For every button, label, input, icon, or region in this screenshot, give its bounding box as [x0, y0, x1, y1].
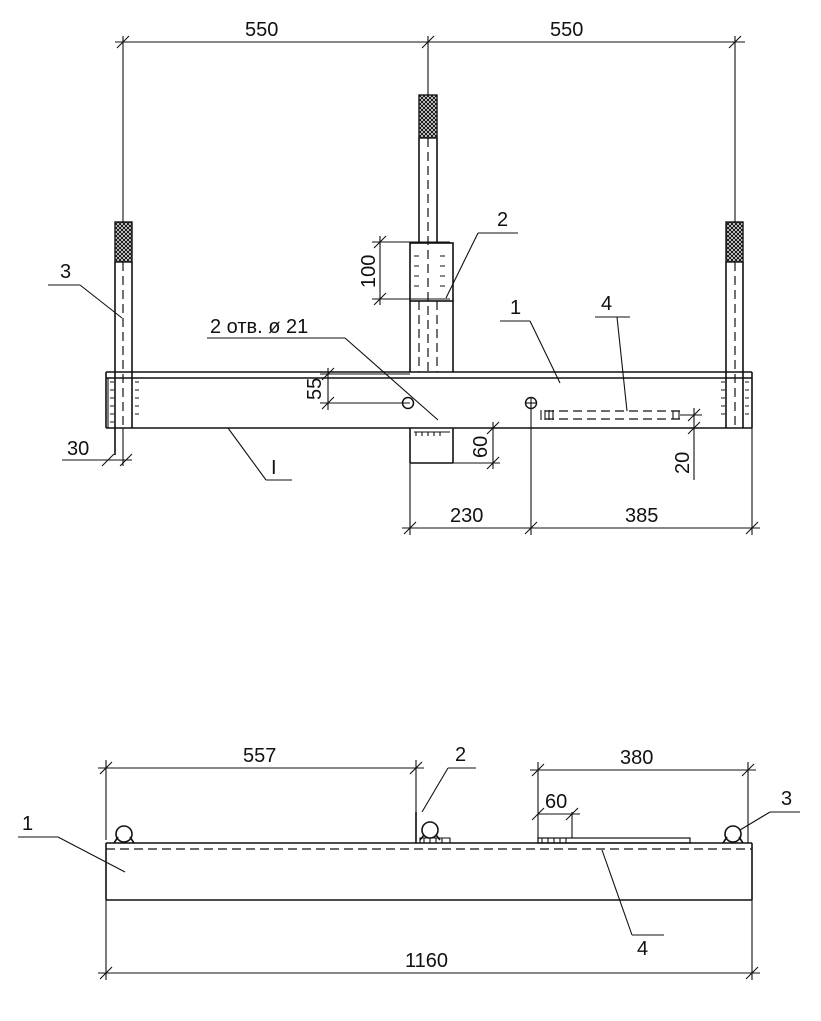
top-dimension-chain: 550 550	[115, 19, 745, 225]
dim-edge-offset: 30	[67, 438, 89, 460]
dim-30-group: 30	[62, 428, 133, 467]
dim-55-group: 55	[304, 367, 410, 410]
elevation-callouts: 1 2 3 4	[18, 744, 800, 960]
callout-bar-plan: 4	[601, 293, 612, 315]
dim-60-elevation-group: 60	[531, 791, 580, 838]
dim-left-to-plate: 557	[243, 745, 276, 767]
holes-note-text: 2 отв. ø 21	[210, 316, 308, 338]
callout-post-plan: 3	[60, 261, 71, 283]
dim-plate-height: 100	[358, 255, 380, 288]
bottom-dimension-chain-plan: 230 385	[402, 403, 760, 535]
dim-20-group: 20	[672, 408, 702, 480]
bar-4	[540, 410, 680, 420]
callout-beam-plan: 1	[510, 297, 521, 319]
post-center: 100	[358, 94, 454, 464]
plan-callouts: 3 2 1 4 I	[48, 209, 630, 481]
elevation-posts	[113, 812, 744, 844]
callout-beam-elevation: 1	[22, 813, 33, 835]
elevation-beam	[105, 842, 753, 901]
dim-overall-length: 1160	[405, 950, 448, 972]
post-right	[721, 221, 749, 428]
overall-dimension: 1160	[98, 900, 760, 980]
dim-top-left: 550	[245, 19, 278, 41]
dim-small-offset: 60	[545, 791, 567, 813]
dim-tab-height: 60	[470, 436, 492, 458]
callout-plate-plan: 2	[497, 209, 508, 231]
callout-bar-elevation: 4	[637, 938, 648, 960]
callout-post-elevation: 3	[781, 788, 792, 810]
dim-60-group: 60	[453, 421, 500, 470]
callout-plate-elevation: 2	[455, 744, 466, 766]
holes-note: 2 отв. ø 21	[207, 316, 439, 421]
dim-hole-to-right: 385	[625, 505, 658, 527]
elevation-view: 557 380	[18, 744, 800, 980]
dim-top-right: 550	[550, 19, 583, 41]
elevation-bar	[537, 837, 691, 844]
dim-hole-offset: 55	[304, 378, 326, 400]
dim-center-to-hole: 230	[450, 505, 483, 527]
post-left	[107, 221, 139, 455]
dim-bar-offset: 20	[672, 452, 694, 474]
main-beam	[105, 371, 753, 429]
dim-right-segment: 380	[620, 747, 653, 769]
plan-view: 550 550	[48, 19, 760, 535]
top-dimension-chain-elevation: 557 380	[98, 745, 756, 843]
section-mark: I	[271, 457, 277, 479]
